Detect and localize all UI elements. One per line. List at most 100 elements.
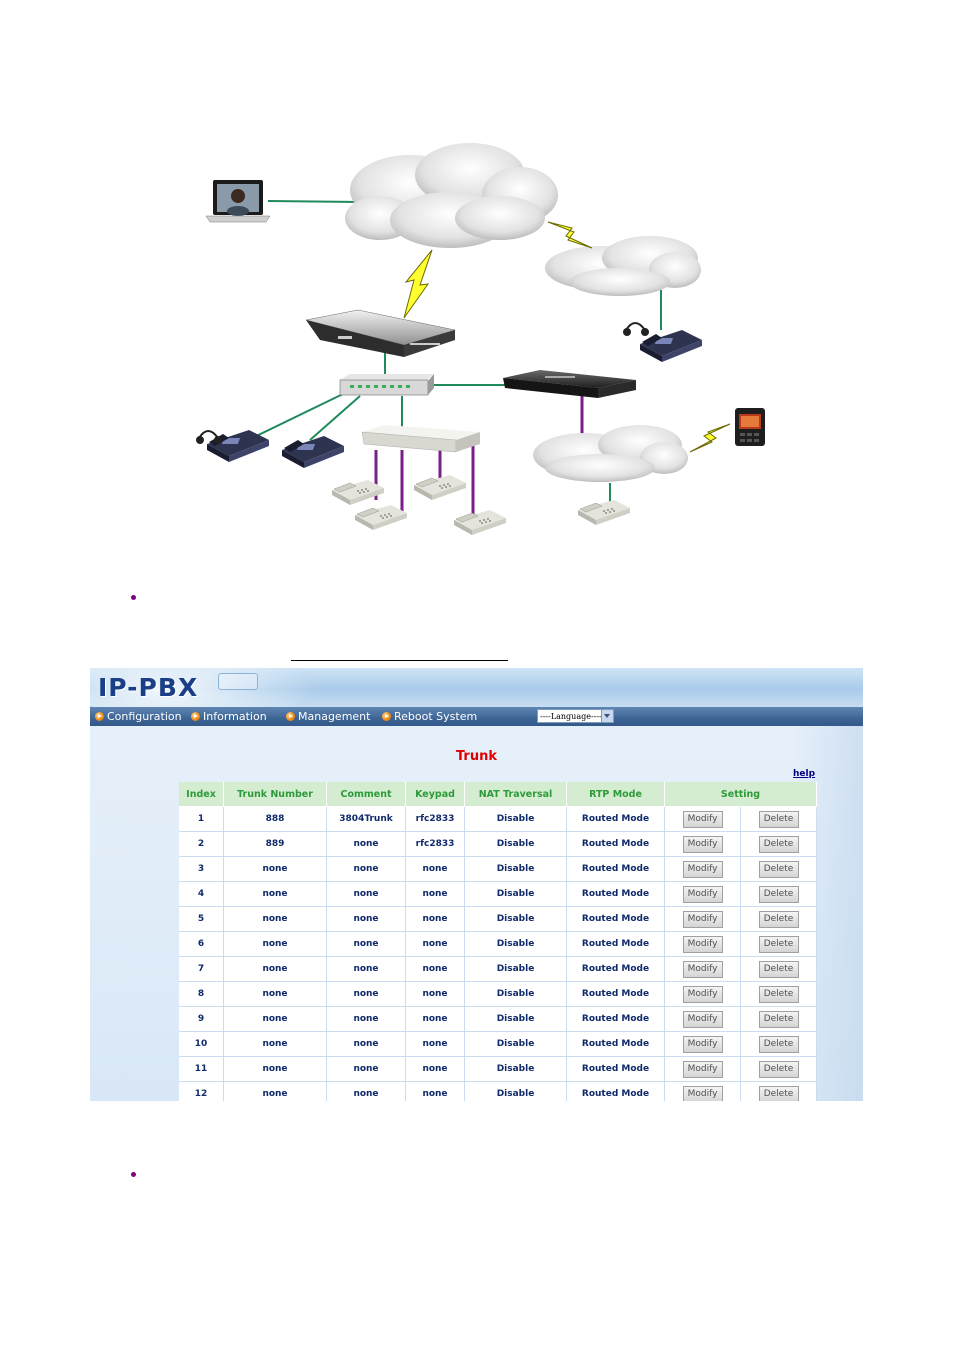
modify-button[interactable]: Modify bbox=[682, 960, 723, 978]
cell-nat-traversal: Disable bbox=[465, 882, 567, 907]
col-rtp-mode: RTP Mode bbox=[567, 782, 665, 807]
menu-reboot-system[interactable]: Reboot System bbox=[382, 709, 477, 724]
table-header-row: Index Trunk Number Comment Keypad NAT Tr… bbox=[179, 782, 817, 807]
cell-delete: Delete bbox=[741, 1082, 817, 1101]
pstn-cloud-upper bbox=[545, 236, 701, 296]
delete-button[interactable]: Delete bbox=[758, 1060, 799, 1078]
delete-button[interactable]: Delete bbox=[758, 1010, 799, 1028]
cell-keypad: none bbox=[406, 932, 465, 957]
menu-information[interactable]: Information bbox=[191, 709, 267, 724]
modify-button[interactable]: Modify bbox=[682, 885, 723, 903]
cell-trunk-number: none bbox=[224, 982, 327, 1007]
arrow-bullet-icon bbox=[286, 712, 295, 721]
help-link[interactable]: help bbox=[793, 769, 816, 779]
laptop-icon bbox=[205, 180, 271, 223]
modify-button[interactable]: Modify bbox=[682, 1060, 723, 1078]
chevron-down-icon bbox=[601, 710, 613, 722]
cell-keypad: none bbox=[406, 1032, 465, 1057]
cell-nat-traversal: Disable bbox=[465, 832, 567, 857]
delete-button[interactable]: Delete bbox=[758, 1035, 799, 1053]
cell-rtp-mode: Routed Mode bbox=[567, 907, 665, 932]
delete-button[interactable]: Delete bbox=[758, 960, 799, 978]
headset-icon bbox=[196, 430, 222, 444]
menu-management[interactable]: Management bbox=[286, 709, 370, 724]
cell-trunk-number: none bbox=[224, 957, 327, 982]
cell-keypad: none bbox=[406, 1082, 465, 1101]
cell-trunk-number: none bbox=[224, 907, 327, 932]
cell-index: 3 bbox=[179, 857, 224, 882]
cell-trunk-number: none bbox=[224, 1057, 327, 1082]
cell-delete: Delete bbox=[741, 1032, 817, 1057]
arrow-bullet-icon bbox=[191, 712, 200, 721]
arrow-bullet-icon bbox=[95, 712, 104, 721]
delete-button[interactable]: Delete bbox=[758, 935, 799, 953]
cell-index: 4 bbox=[179, 882, 224, 907]
col-keypad: Keypad bbox=[406, 782, 465, 807]
modify-button[interactable]: Modify bbox=[682, 985, 723, 1003]
cell-modify: Modify bbox=[665, 932, 741, 957]
cell-comment: none bbox=[327, 957, 406, 982]
delete-button[interactable]: Delete bbox=[758, 810, 799, 828]
modify-button[interactable]: Modify bbox=[682, 1010, 723, 1028]
modify-button[interactable]: Modify bbox=[682, 810, 723, 828]
cell-rtp-mode: Routed Mode bbox=[567, 882, 665, 907]
cell-comment: none bbox=[327, 932, 406, 957]
ip-pbx-web-ui: IP-PBX Configuration Information Managem… bbox=[90, 668, 863, 1101]
cell-comment: none bbox=[327, 832, 406, 857]
cell-comment: none bbox=[327, 882, 406, 907]
cell-keypad: none bbox=[406, 982, 465, 1007]
cell-delete: Delete bbox=[741, 882, 817, 907]
delete-button[interactable]: Delete bbox=[758, 835, 799, 853]
menu-configuration[interactable]: Configuration bbox=[95, 709, 182, 724]
delete-button[interactable]: Delete bbox=[758, 985, 799, 1003]
cell-rtp-mode: Routed Mode bbox=[567, 807, 665, 832]
cell-rtp-mode: Routed Mode bbox=[567, 857, 665, 882]
pstn-cloud-lower bbox=[533, 425, 688, 482]
cell-nat-traversal: Disable bbox=[465, 907, 567, 932]
main-menu-bar: Configuration Information Management Reb… bbox=[90, 707, 863, 726]
cell-rtp-mode: Routed Mode bbox=[567, 982, 665, 1007]
cell-modify: Modify bbox=[665, 1007, 741, 1032]
ip-pbx-logo: IP-PBX bbox=[98, 673, 199, 702]
trunk-table: Index Trunk Number Comment Keypad NAT Tr… bbox=[179, 782, 817, 1101]
headset-icon bbox=[623, 322, 649, 336]
modify-button[interactable]: Modify bbox=[682, 860, 723, 878]
col-nat-traversal: NAT Traversal bbox=[465, 782, 567, 807]
analog-phone-icon bbox=[453, 509, 507, 536]
modify-button[interactable]: Modify bbox=[682, 835, 723, 853]
delete-button[interactable]: Delete bbox=[758, 885, 799, 903]
modify-button[interactable]: Modify bbox=[682, 1035, 723, 1053]
cell-nat-traversal: Disable bbox=[465, 1007, 567, 1032]
ip-phone-icon bbox=[282, 436, 344, 468]
cell-delete: Delete bbox=[741, 1057, 817, 1082]
cell-modify: Modify bbox=[665, 907, 741, 932]
cell-nat-traversal: Disable bbox=[465, 1082, 567, 1101]
mobile-phone-icon bbox=[735, 408, 765, 446]
voip-gateway-icon bbox=[503, 370, 636, 398]
cell-rtp-mode: Routed Mode bbox=[567, 957, 665, 982]
cell-keypad: none bbox=[406, 957, 465, 982]
delete-button[interactable]: Delete bbox=[758, 860, 799, 878]
modify-button[interactable]: Modify bbox=[682, 935, 723, 953]
cell-trunk-number: none bbox=[224, 1082, 327, 1101]
list-bullet bbox=[131, 595, 136, 600]
analog-phone-icon bbox=[354, 504, 408, 531]
language-select[interactable]: ----Language---- bbox=[537, 709, 614, 723]
cell-trunk-number: none bbox=[224, 932, 327, 957]
cell-modify: Modify bbox=[665, 982, 741, 1007]
delete-button[interactable]: Delete bbox=[758, 1085, 799, 1101]
cell-nat-traversal: Disable bbox=[465, 1057, 567, 1082]
modify-button[interactable]: Modify bbox=[682, 910, 723, 928]
cell-delete: Delete bbox=[741, 957, 817, 982]
cell-index: 9 bbox=[179, 1007, 224, 1032]
modify-button[interactable]: Modify bbox=[682, 1085, 723, 1101]
fxs-gateway-icon bbox=[361, 425, 480, 453]
delete-button[interactable]: Delete bbox=[758, 910, 799, 928]
